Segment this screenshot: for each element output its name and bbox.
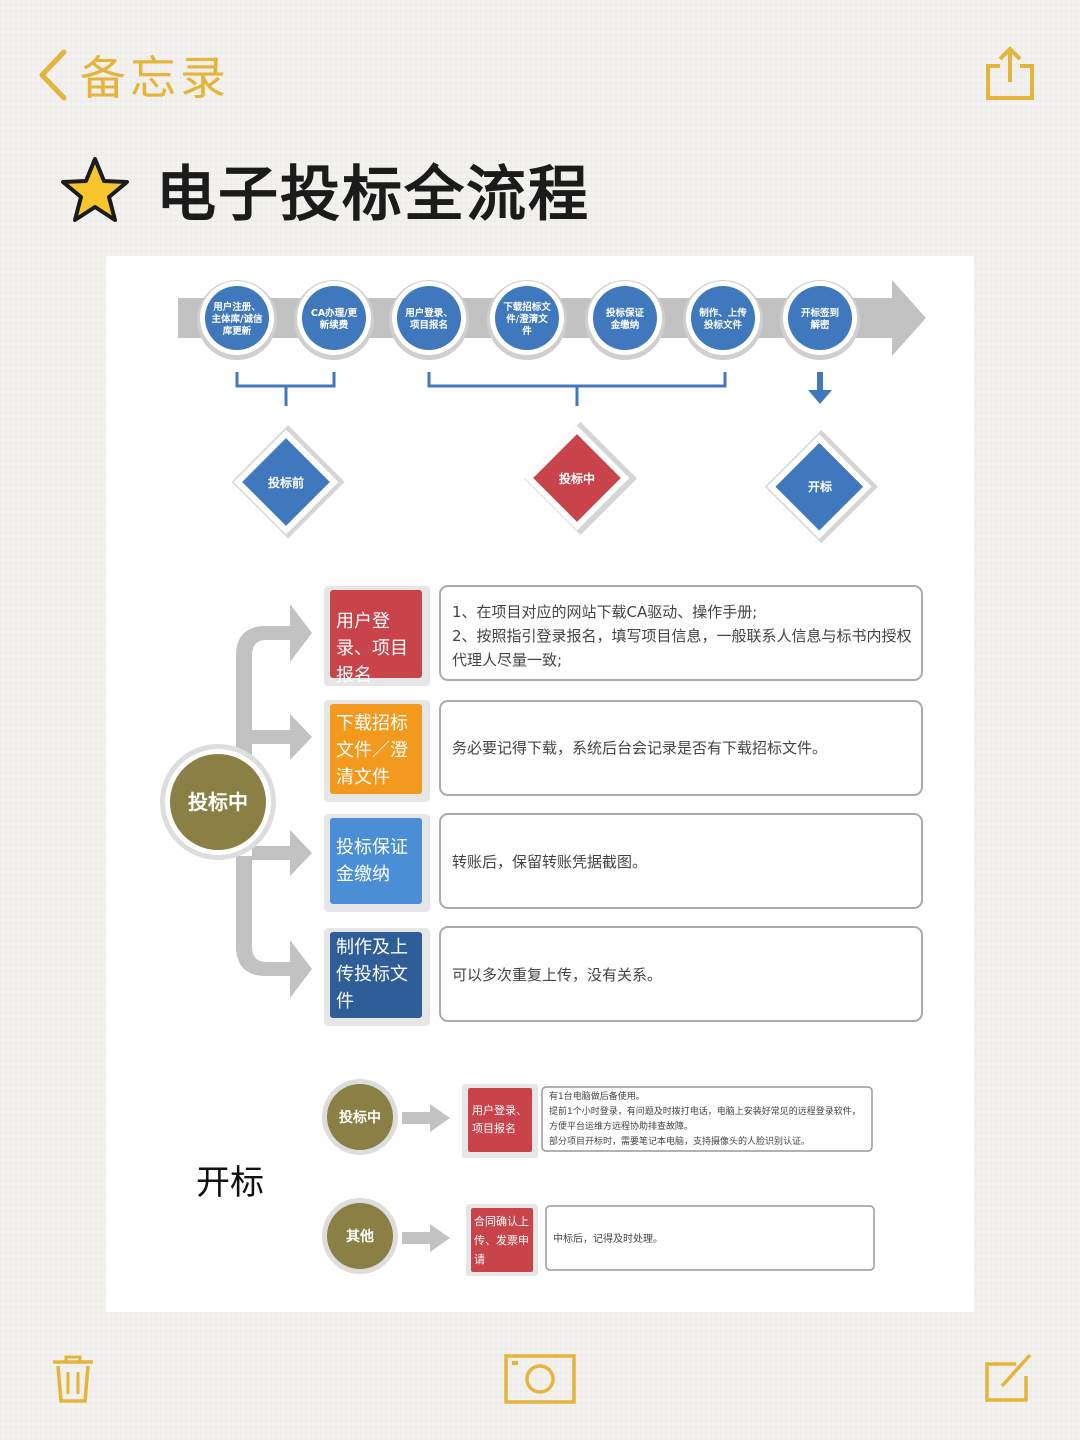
phase-label-pre: 投标前	[268, 475, 304, 490]
process-step-label: 用户登录、	[404, 307, 453, 319]
phase-label-mid: 投标中	[559, 471, 595, 486]
process-step-label: 件/澄清文	[506, 313, 548, 325]
process-step-label: 制作、上传	[699, 307, 747, 319]
bottom-toolbar	[0, 1340, 1080, 1420]
opening-row-1: 投标中	[322, 1079, 873, 1158]
process-step-label: 件	[522, 325, 532, 337]
category-label-1: 用户登录、项目报名	[336, 611, 408, 686]
process-step-6: 制作、上传投标文件	[683, 280, 763, 360]
phase-diamond-pre: 投标前	[231, 425, 345, 539]
opening-hub-label-1: 投标中	[339, 1109, 381, 1126]
opening-category-2: 合同确认上传、发票申请	[474, 1215, 529, 1266]
hub-label: 投标中	[188, 790, 248, 814]
process-step-label: 投标文件	[704, 319, 743, 331]
flowchart-canvas: 用户注册、主体库/诚信库更新CA办理/更新续费用户登录、项目报名下载招标文件/澄…	[160, 280, 926, 1276]
process-step-label: 下载招标文	[503, 301, 551, 313]
process-step-label: 库更新	[222, 325, 252, 337]
process-step-3: 用户登录、项目报名	[389, 280, 469, 360]
opening-category-1: 用户登录、项目报名	[472, 1104, 527, 1135]
process-steps: 用户注册、主体库/诚信库更新CA办理/更新续费用户登录、项目报名下载招标文件/澄…	[197, 280, 860, 360]
bracket-pre	[235, 372, 336, 406]
process-step-label: 解密	[810, 319, 830, 331]
compose-button[interactable]	[982, 1350, 1036, 1408]
compose-icon	[985, 1353, 1032, 1402]
opening-row-2: 其他	[322, 1198, 875, 1276]
delete-button[interactable]	[50, 1354, 96, 1408]
star-icon	[61, 156, 129, 222]
process-step-label: 开标签到	[801, 307, 839, 319]
phase-diamond-mid: 投标中	[523, 421, 638, 536]
description-3: 转账后，保留转账凭据截图。	[452, 853, 648, 871]
note-title-row: 电子投标全流程	[60, 146, 590, 233]
process-step-label: 主体库/诚信	[212, 313, 263, 325]
back-label: 备忘录	[80, 51, 230, 105]
process-step-label: 项目报名	[410, 319, 448, 331]
detail-rows	[324, 585, 923, 1026]
chevron-left-icon	[39, 49, 67, 101]
opening-description-2: 中标后，记得及时处理。	[553, 1234, 663, 1245]
bracket-mid	[427, 372, 727, 406]
process-step-label: 金缴纳	[610, 319, 640, 331]
note-title: 电子投标全流程	[156, 160, 590, 230]
description-1: 1、在项目对应的网站下载CA驱动、操作手册; 2、按照指引登录报名，填写项目信息…	[452, 603, 912, 669]
category-label-4: 制作及上传投标文件	[336, 937, 408, 1012]
camera-icon	[504, 1354, 576, 1404]
opening-label: 开标	[196, 1163, 264, 1203]
trash-icon	[53, 1355, 93, 1403]
description-2: 务必要记得下载，系统后台会记录是否有下载招标文件。	[452, 739, 828, 757]
process-step-5: 投标保证金缴纳	[585, 280, 665, 360]
back-button[interactable]: 备忘录	[36, 42, 230, 108]
hub-circle: 投标中	[160, 744, 276, 860]
opening-description-1: 有1台电脑做后备使用。 提前1个小时登录，有问题及时拨打电话，电脑上安装好常见的…	[549, 1092, 861, 1147]
category-label-3: 投标保证金缴纳	[336, 837, 408, 885]
navigation-bar: 备忘录	[0, 0, 1080, 140]
opening-hub-label-2: 其他	[346, 1228, 374, 1245]
phase-diamond-open: 开标	[764, 430, 878, 544]
process-step-label: 用户注册、	[212, 301, 261, 313]
share-icon	[986, 46, 1034, 100]
process-step-label: CA办理/更	[311, 307, 358, 319]
process-step-label: 新续费	[320, 319, 349, 331]
description-4: 可以多次重复上传，没有关系。	[452, 966, 663, 984]
arrow-open	[808, 372, 832, 404]
category-label-2: 下载招标文件／澄清文件	[336, 713, 408, 788]
process-step-label: 投标保证	[606, 307, 645, 319]
camera-button[interactable]	[504, 1354, 576, 1408]
phase-label-open: 开标	[808, 479, 832, 494]
share-button[interactable]	[980, 44, 1040, 104]
process-step-4: 下载招标文件/澄清文件	[487, 280, 567, 360]
